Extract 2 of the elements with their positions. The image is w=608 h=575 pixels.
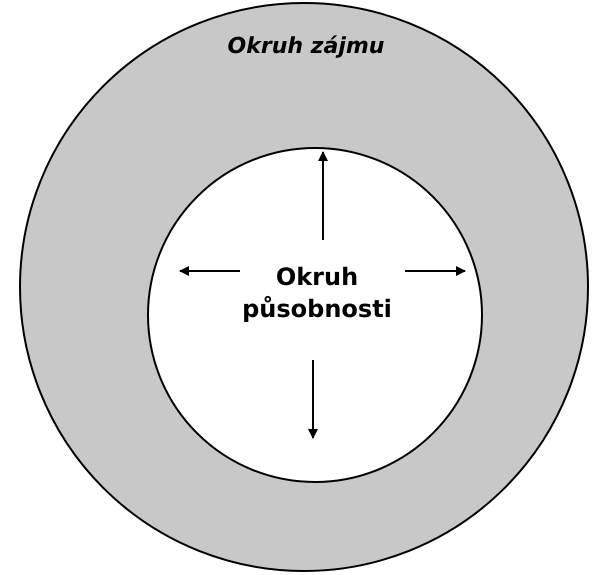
- circle-title: Okruh zájmu: [226, 33, 386, 61]
- circle-label: Okruh působnosti: [241, 262, 393, 326]
